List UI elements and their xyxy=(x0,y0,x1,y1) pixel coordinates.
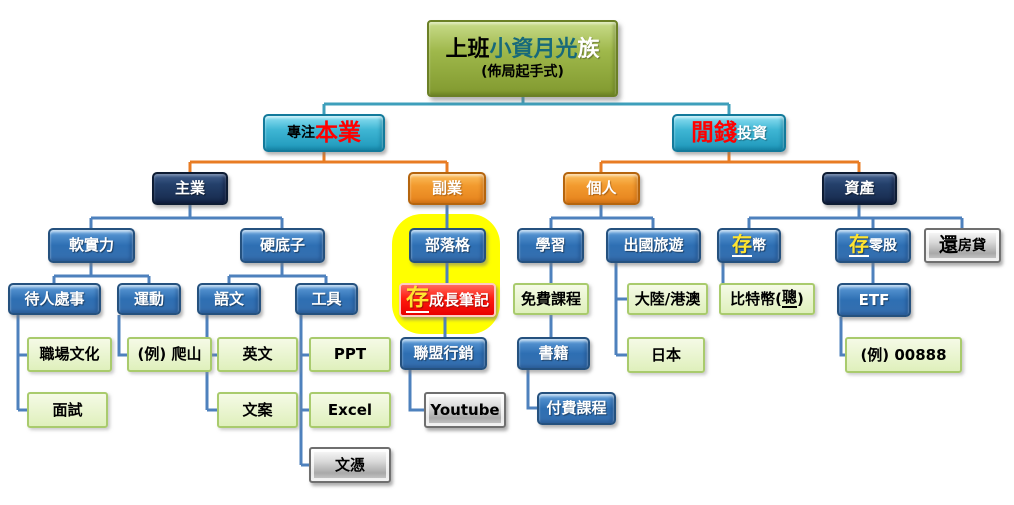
node-pay-mortgage: 還房貸 xyxy=(924,228,1001,263)
node-copywriting: 文案 xyxy=(217,392,298,428)
node-english: 英文 xyxy=(217,337,298,372)
save-growth-part1: 存 xyxy=(405,285,429,313)
focus-main-part2: 本業 xyxy=(315,119,361,146)
connector-orange xyxy=(188,152,861,173)
node-save-growth-notes: 存成長筆記 xyxy=(399,283,496,317)
root-title-part3: 族 xyxy=(577,36,600,62)
root-title: 上班小資月光族 xyxy=(445,36,600,62)
node-focus-main-job: 專注本業 xyxy=(263,114,385,152)
node-save-odd-lot: 存零股 xyxy=(835,228,911,263)
node-free-courses: 免費課程 xyxy=(513,283,589,315)
node-spare-money-invest: 閒錢投資 xyxy=(672,114,786,152)
node-soft-skill: 軟實力 xyxy=(48,228,135,263)
node-excel: Excel xyxy=(309,392,391,428)
save-coin-part1: 存 xyxy=(732,232,752,257)
connector-teal xyxy=(322,97,731,116)
bitcoin-part2: 聰 xyxy=(781,288,797,308)
spare-invest-part1: 閒錢 xyxy=(690,119,737,146)
node-japan: 日本 xyxy=(627,337,705,373)
save-odd-lot-part2: 零股 xyxy=(869,237,897,254)
node-bitcoin-satoshi: 比特幣(聰) xyxy=(719,283,815,315)
node-youtube: Youtube xyxy=(424,392,506,428)
node-etf: ETF xyxy=(837,283,911,317)
node-blog: 部落格 xyxy=(409,228,486,263)
save-coin-part2: 幣 xyxy=(752,237,766,254)
node-ppt: PPT xyxy=(309,337,391,372)
node-affiliate-marketing: 聯盟行銷 xyxy=(400,337,487,370)
node-tools: 工具 xyxy=(295,283,358,315)
node-travel-abroad: 出國旅遊 xyxy=(606,228,701,263)
root-title-part1: 上班 xyxy=(445,36,490,62)
node-assets: 資產 xyxy=(822,172,897,205)
bitcoin-part1: 比特幣( xyxy=(730,289,782,308)
node-people-skill: 待人處事 xyxy=(8,283,101,315)
node-main-job: 主業 xyxy=(152,172,228,205)
node-sport: 運動 xyxy=(117,283,181,315)
node-root: 上班小資月光族 (佈局起手式) xyxy=(427,20,618,97)
save-odd-lot-part1: 存 xyxy=(849,232,869,257)
node-workplace-culture: 職場文化 xyxy=(27,337,112,372)
root-title-part2: 小資月光 xyxy=(489,36,578,62)
root-subtitle: (佈局起手式) xyxy=(481,63,564,80)
bitcoin-part3: ) xyxy=(797,289,804,308)
node-side-job: 副業 xyxy=(408,172,486,205)
node-personal: 個人 xyxy=(563,172,640,205)
focus-main-part1: 專注 xyxy=(287,125,315,141)
save-growth-part2: 成長筆記 xyxy=(428,290,489,309)
pay-mortgage-part1: 還 xyxy=(938,234,958,256)
node-china-hk-macau: 大陸/港澳 xyxy=(627,283,708,315)
node-diploma: 文憑 xyxy=(309,447,391,483)
node-hiking-example: (例) 爬山 xyxy=(127,337,212,372)
node-learning: 學習 xyxy=(517,228,584,263)
node-hard-skill: 硬底子 xyxy=(240,228,325,263)
node-books: 書籍 xyxy=(517,337,590,370)
node-language: 語文 xyxy=(197,283,261,315)
connector-blue xyxy=(16,205,964,467)
pay-mortgage-part2: 房貸 xyxy=(958,237,986,254)
node-save-coin: 存幣 xyxy=(717,228,781,263)
spare-invest-part2: 投資 xyxy=(736,123,767,142)
node-interview: 面試 xyxy=(27,392,108,428)
node-etf-example-00888: (例) 00888 xyxy=(845,337,962,373)
node-paid-courses: 付費課程 xyxy=(537,392,616,425)
